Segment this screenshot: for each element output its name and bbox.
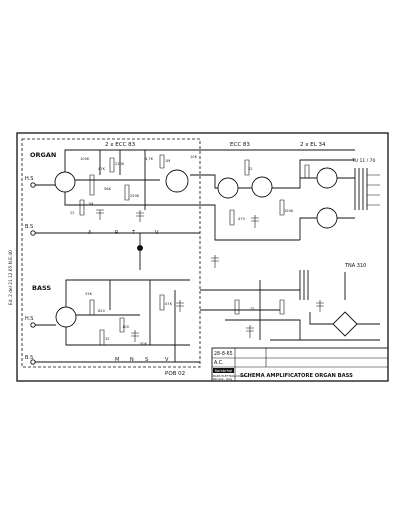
component-value: 1M — [165, 159, 170, 163]
output-transformer — [354, 168, 368, 210]
organ-hs-label: H.S — [25, 176, 33, 182]
component-value: 32 — [105, 337, 110, 341]
volume-node — [137, 245, 143, 251]
organ-tube-1 — [54, 171, 76, 193]
title-block-date: 28-8-65 — [214, 351, 233, 357]
tube-label-v3: 2 x EL 34 — [300, 142, 326, 148]
output-taps — [367, 174, 380, 206]
filter-capacitors — [246, 300, 324, 338]
component-value: 100K — [80, 157, 90, 161]
drawing-title: SCHEMA AMPLIFICATORE ORGAN BASS — [240, 373, 353, 379]
organ-bus-v: V — [155, 230, 159, 236]
component-value: 10K — [190, 155, 198, 159]
tube-label-v2: ECC 83 — [230, 142, 250, 148]
company-logo — [213, 368, 234, 373]
organ-label: ORGAN — [30, 151, 56, 159]
power-amp-capacitors — [211, 215, 259, 268]
component-value: 56K — [104, 187, 112, 191]
component-value: 220K — [115, 162, 125, 166]
title-block-frame — [211, 347, 389, 382]
bass-label: BASS — [32, 284, 51, 292]
component-value: 250K — [130, 194, 140, 198]
organ-tube-2 — [165, 169, 189, 193]
organ-bus-r: R — [115, 230, 119, 236]
tube-label-v1: 2 x ECC 83 — [105, 142, 136, 148]
bass-tube — [55, 306, 77, 328]
organ-capacitors — [96, 209, 144, 222]
organ-bus-t: T — [131, 230, 136, 236]
board-id: POB 02 — [165, 371, 185, 377]
organ-resistors — [79, 154, 165, 216]
bass-capacitors — [131, 300, 184, 342]
phase-inverter-tube — [217, 177, 239, 199]
component-value: 4,7K — [145, 157, 154, 161]
company-line-1: BARS ELETTROACUSTICA — [213, 374, 248, 378]
output-tube-1 — [251, 176, 273, 198]
component-value: 1M — [88, 202, 93, 206]
component-value: 50K — [140, 342, 148, 346]
output-label: TU 11 / 70 — [351, 158, 375, 164]
side-note: Ed. 2 del 21.12.65 N.E.40 — [8, 250, 14, 305]
title-block: 28-8-65 A.C. Kombrhal BARS ELETTROACUSTI… — [211, 347, 389, 382]
power-wiring — [200, 280, 380, 341]
component-values: 100K 47K 1M 22 56K 220K 250K 4,7K 1M 10K 33K 820 32 1… — [70, 155, 294, 346]
component-value: 25 — [250, 307, 255, 311]
drawing-border — [16, 132, 389, 382]
component-value: 47K — [98, 167, 106, 171]
component-value: 33K — [85, 292, 93, 296]
pcb-boundary — [21, 138, 201, 368]
bass-bus-m: M — [115, 357, 119, 363]
organ-bus-a: A — [88, 230, 92, 236]
organ-bs-label: B.S — [25, 224, 33, 230]
organ-wiring — [35, 149, 200, 234]
power-label: TNA 310 — [344, 263, 366, 269]
bass-bus-s: S — [145, 357, 148, 363]
bass-bus-n: N — [130, 357, 134, 363]
component-value: 100 — [122, 325, 130, 329]
component-value: 22 — [70, 211, 75, 215]
company-logo-text: Kombrhal — [215, 369, 232, 373]
organ-bs-jack — [30, 230, 36, 236]
bass-hs-jack — [30, 322, 36, 328]
output-tube-3 — [316, 207, 338, 229]
power-amp-resistors — [229, 159, 310, 226]
output-tube-2 — [316, 167, 338, 189]
bass-hs-label: H.S — [25, 316, 33, 322]
company-line-2: Parrella - Italy — [213, 377, 233, 381]
bass-bus-v: V — [165, 357, 169, 363]
component-value: 22 — [248, 167, 253, 171]
title-block-drawn-by: A.C. — [214, 360, 224, 366]
organ-hs-jack — [30, 182, 36, 188]
power-resistors — [234, 299, 285, 315]
component-value: 470 — [238, 217, 246, 221]
component-value: 47K — [165, 302, 173, 306]
component-value: 150K — [284, 209, 294, 213]
bass-resistors — [89, 294, 165, 346]
power-transformer — [299, 270, 346, 300]
component-value: 820 — [98, 309, 106, 313]
bass-bs-label: B.S — [25, 355, 33, 361]
bass-wiring — [35, 279, 200, 363]
bridge-rectifier — [332, 311, 358, 337]
